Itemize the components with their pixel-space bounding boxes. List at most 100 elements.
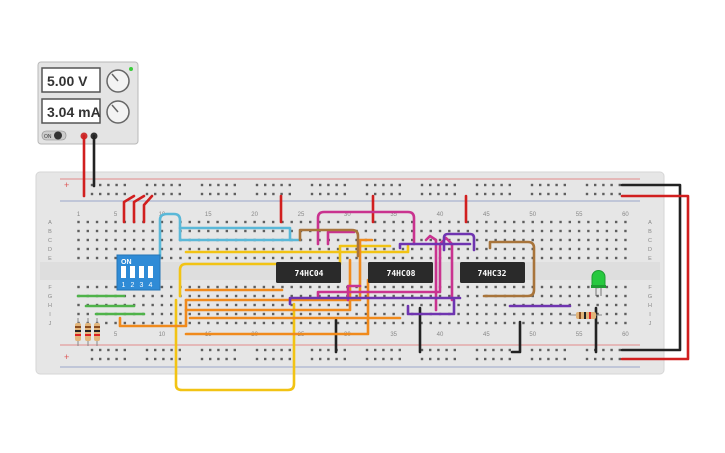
breadboard-hole[interactable]	[253, 247, 256, 251]
breadboard-hole[interactable]	[188, 303, 191, 307]
breadboard-hole[interactable]	[614, 220, 618, 224]
breadboard-hole[interactable]	[299, 321, 303, 325]
breadboard-hole[interactable]	[568, 238, 572, 242]
breadboard-hole[interactable]	[233, 357, 236, 361]
breadboard-hole[interactable]	[216, 303, 219, 307]
breadboard-hole[interactable]	[132, 321, 136, 325]
breadboard-hole[interactable]	[151, 247, 154, 251]
breadboard-hole[interactable]	[217, 357, 220, 361]
breadboard-hole[interactable]	[438, 220, 442, 224]
breadboard-hole[interactable]	[114, 247, 117, 251]
breadboard-hole[interactable]	[355, 247, 358, 251]
breadboard-hole[interactable]	[336, 312, 340, 316]
breadboard-hole[interactable]	[411, 285, 414, 289]
breadboard-hole[interactable]	[253, 321, 256, 325]
breadboard-hole[interactable]	[531, 321, 534, 325]
breadboard-hole[interactable]	[383, 238, 386, 242]
breadboard-hole[interactable]	[445, 357, 448, 361]
breadboard-hole[interactable]	[336, 303, 340, 307]
wire-purple-1[interactable]	[288, 296, 462, 306]
breadboard-hole[interactable]	[485, 256, 488, 260]
breadboard-hole[interactable]	[216, 294, 219, 298]
breadboard-hole[interactable]	[494, 220, 497, 224]
breadboard-hole[interactable]	[383, 220, 386, 224]
breadboard-hole[interactable]	[508, 357, 511, 361]
breadboard-hole[interactable]	[86, 220, 89, 224]
breadboard-hole[interactable]	[364, 229, 368, 233]
breadboard-hole[interactable]	[398, 348, 401, 352]
breadboard-hole[interactable]	[216, 220, 219, 224]
breadboard-hole[interactable]	[540, 238, 544, 242]
breadboard-hole[interactable]	[500, 183, 503, 187]
breadboard-hole[interactable]	[77, 256, 80, 260]
breadboard-hole[interactable]	[559, 285, 562, 289]
breadboard-hole[interactable]	[448, 229, 451, 233]
breadboard-hole[interactable]	[336, 238, 340, 242]
breadboard-hole[interactable]	[568, 312, 572, 316]
breadboard-hole[interactable]	[373, 321, 377, 325]
breadboard-hole[interactable]	[178, 192, 181, 196]
breadboard-hole[interactable]	[355, 312, 358, 316]
breadboard-hole[interactable]	[262, 220, 266, 224]
breadboard-hole[interactable]	[244, 247, 247, 251]
breadboard-hole[interactable]	[563, 192, 566, 196]
breadboard-hole[interactable]	[540, 294, 544, 298]
breadboard-hole[interactable]	[383, 229, 386, 233]
breadboard-hole[interactable]	[373, 312, 377, 316]
breadboard-hole[interactable]	[225, 321, 229, 325]
wire-magenta-3[interactable]	[346, 284, 362, 302]
breadboard-hole[interactable]	[587, 303, 590, 307]
breadboard-hole[interactable]	[142, 294, 145, 298]
breadboard-hole[interactable]	[429, 321, 432, 325]
breadboard-hole[interactable]	[605, 238, 609, 242]
breadboard-hole[interactable]	[318, 303, 321, 307]
breadboard-hole[interactable]	[299, 256, 303, 260]
breadboard-hole[interactable]	[309, 303, 312, 307]
breadboard-hole[interactable]	[217, 348, 220, 352]
breadboard-hole[interactable]	[288, 357, 291, 361]
breadboard-hole[interactable]	[539, 357, 542, 361]
breadboard-hole[interactable]	[318, 285, 321, 289]
breadboard-hole[interactable]	[77, 229, 80, 233]
breadboard-hole[interactable]	[179, 247, 182, 251]
wire-magenta-2[interactable]	[326, 230, 356, 246]
breadboard-hole[interactable]	[77, 303, 80, 307]
resistor-3[interactable]	[94, 318, 100, 346]
breadboard-hole[interactable]	[484, 192, 487, 196]
breadboard-hole[interactable]	[216, 321, 219, 325]
breadboard-hole[interactable]	[401, 303, 405, 307]
breadboard-hole[interactable]	[577, 303, 581, 307]
breadboard-hole[interactable]	[577, 294, 581, 298]
breadboard-hole[interactable]	[86, 256, 89, 260]
breadboard-hole[interactable]	[550, 238, 553, 242]
breadboard-hole[interactable]	[271, 312, 275, 316]
breadboard-hole[interactable]	[160, 303, 164, 307]
breadboard-hole[interactable]	[531, 220, 534, 224]
breadboard-hole[interactable]	[453, 357, 456, 361]
breadboard-hole[interactable]	[602, 348, 605, 352]
breadboard-hole[interactable]	[522, 312, 525, 316]
breadboard-hole[interactable]	[170, 220, 173, 224]
breadboard-hole[interactable]	[624, 285, 627, 289]
breadboard-hole[interactable]	[445, 192, 448, 196]
breadboard-hole[interactable]	[492, 183, 495, 187]
breadboard-hole[interactable]	[234, 321, 238, 325]
breadboard-hole[interactable]	[162, 357, 165, 361]
breadboard-hole[interactable]	[160, 238, 164, 242]
breadboard-hole[interactable]	[585, 348, 589, 352]
breadboard-hole[interactable]	[437, 183, 440, 187]
breadboard-hole[interactable]	[614, 285, 618, 289]
breadboard-hole[interactable]	[170, 348, 173, 352]
breadboard-hole[interactable]	[335, 357, 338, 361]
breadboard-hole[interactable]	[123, 229, 127, 233]
breadboard-hole[interactable]	[547, 183, 550, 187]
chip-74hc04[interactable]: 74HC04	[276, 262, 341, 283]
breadboard-hole[interactable]	[568, 229, 572, 233]
breadboard-hole[interactable]	[233, 183, 236, 187]
breadboard-hole[interactable]	[207, 229, 210, 233]
breadboard-hole[interactable]	[438, 229, 442, 233]
breadboard-hole[interactable]	[411, 238, 414, 242]
breadboard-hole[interactable]	[327, 256, 330, 260]
breadboard-hole[interactable]	[105, 321, 108, 325]
